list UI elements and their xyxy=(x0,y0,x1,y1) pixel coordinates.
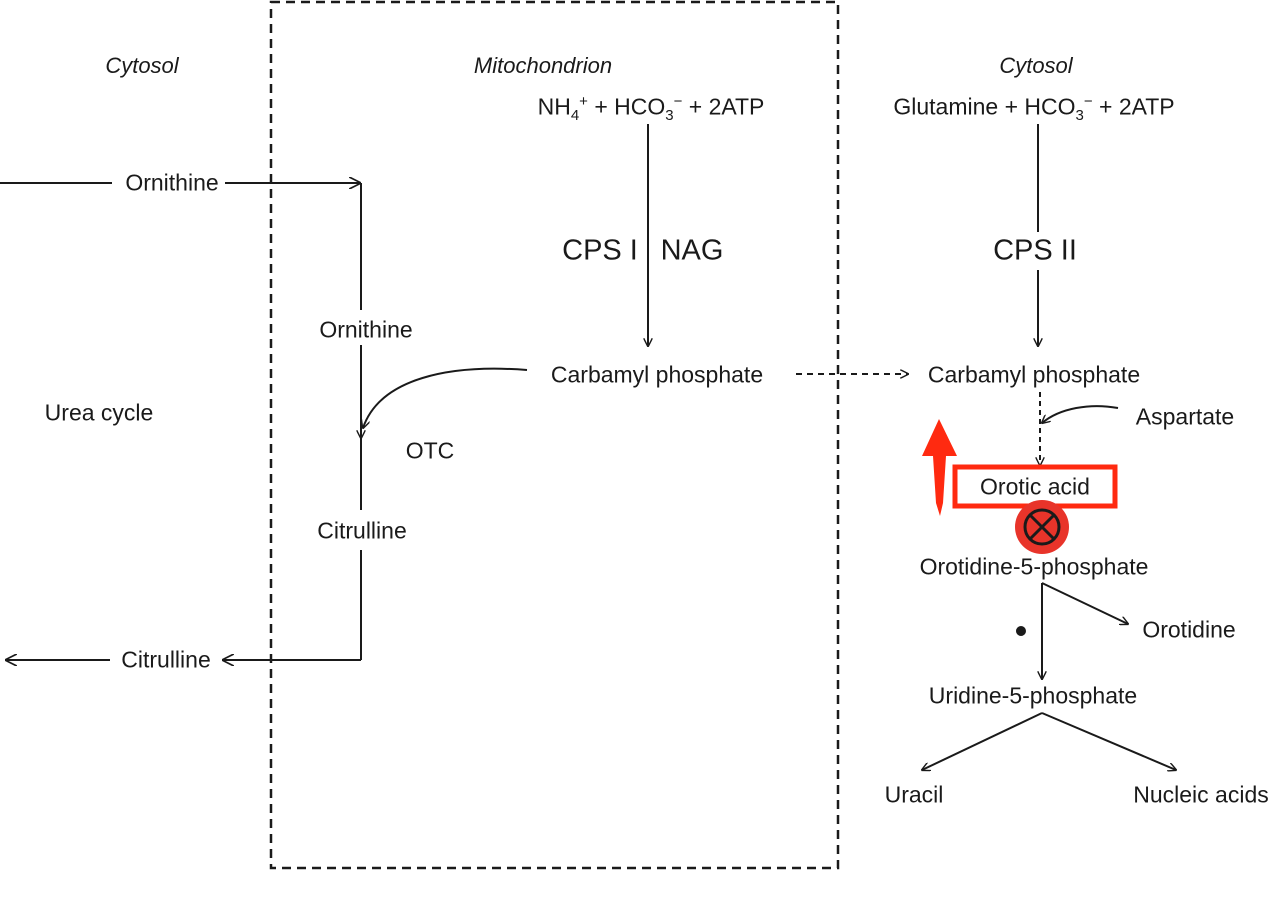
branch-dot xyxy=(1016,626,1026,636)
nucleic-acids-label: Nucleic acids xyxy=(1133,781,1269,808)
carbamyl-phosphate-cyto: Carbamyl phosphate xyxy=(927,361,1141,388)
orotidine-label: Orotidine xyxy=(1142,616,1236,643)
uracil-label: Uracil xyxy=(884,781,944,808)
region-cytosol-left: Cytosol xyxy=(105,53,179,78)
u5p-to-uracil-arrow xyxy=(922,712,1043,770)
enzyme-cps1: CPS I xyxy=(562,234,638,267)
citrulline-mitochondrion: Citrulline xyxy=(317,517,407,544)
up-arrow-icon xyxy=(922,419,957,516)
carbamyl-phosphate-mito: Carbamyl phosphate xyxy=(550,361,764,388)
mitochondrion-boundary xyxy=(269,0,840,870)
enzyme-cps2: CPS II xyxy=(993,234,1077,267)
region-mitochondrion: Mitochondrion xyxy=(473,53,613,78)
enzyme-otc: OTC xyxy=(405,437,455,464)
ornithine-mitochondrion: Ornithine xyxy=(319,316,413,343)
mito-substrates: NH4+ + HCO3− + 2ATP xyxy=(537,92,765,125)
carbamyl-to-otc-curve xyxy=(363,367,528,428)
orotidine-5-phosphate-label: Orotidine-5-phosphate xyxy=(919,553,1149,580)
aspartate-input-curve xyxy=(1042,405,1119,423)
cofactor-nag: NAG xyxy=(660,234,724,267)
o5p-to-orotidine-arrow xyxy=(1041,582,1128,624)
blocked-x-icon xyxy=(1015,500,1069,554)
citrulline-cytosol: Citrulline xyxy=(121,646,211,673)
uridine-5-phosphate-label: Uridine-5-phosphate xyxy=(928,682,1138,709)
urea-cycle-label: Urea cycle xyxy=(44,399,154,426)
region-cytosol-right: Cytosol xyxy=(999,53,1073,78)
aspartate-label: Aspartate xyxy=(1135,403,1235,430)
ornithine-cytosol: Ornithine xyxy=(125,169,219,196)
cyto-substrates: Glutamine + HCO3− + 2ATP xyxy=(893,92,1175,125)
orotic-acid-label: Orotic acid xyxy=(980,473,1090,500)
u5p-to-nucleic-acids-arrow xyxy=(1041,712,1176,770)
